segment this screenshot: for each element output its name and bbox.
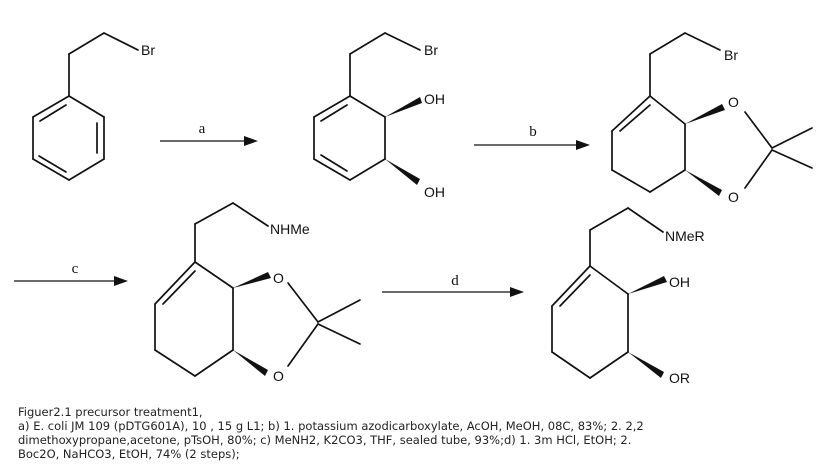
- atom-br-1: Br: [141, 42, 155, 58]
- figure-caption: Figuer2.1 precursor treatment1, a) E. co…: [18, 405, 818, 461]
- arrow-label-d: d: [451, 273, 459, 289]
- caption-line-2: dimethoxypropane,acetone, pTsOH, 80%; c)…: [18, 433, 632, 447]
- caption-line-3: Boc2O, NaHCO3, EtOH, 74% (2 steps);: [18, 447, 240, 461]
- atom-oh-2b: OH: [424, 184, 445, 200]
- atom-or-5: OR: [669, 370, 690, 386]
- arrow-label-c: c: [72, 261, 79, 277]
- atom-nmer: NMeR: [665, 228, 705, 244]
- atom-nhme: NHMe: [270, 221, 310, 237]
- reaction-scheme: Br a Br OH OH: [14, 32, 813, 386]
- reaction-arrow-b: b: [474, 124, 590, 150]
- atom-o-3b: O: [728, 189, 739, 205]
- atom-oh-5: OH: [669, 274, 690, 290]
- reaction-arrow-a: a: [160, 121, 258, 146]
- reaction-arrow-c: c: [14, 261, 128, 286]
- compound-amino-diol: NMeR OH OR: [551, 207, 705, 386]
- atom-o-3a: O: [728, 94, 739, 110]
- atom-br-2: Br: [424, 42, 438, 58]
- arrow-label-a: a: [199, 121, 206, 137]
- reaction-arrow-d: d: [382, 273, 524, 297]
- atom-o-4b: O: [273, 368, 284, 384]
- caption-line-1: a) E. coli JM 109 (pDTG601A), 10 , 15 g …: [18, 419, 644, 433]
- atom-br-3: Br: [724, 47, 738, 63]
- compound-acetonide: Br O O: [611, 32, 813, 205]
- atom-o-4a: O: [273, 270, 284, 286]
- arrow-label-b: b: [529, 124, 537, 140]
- atom-oh-2a: OH: [424, 91, 445, 107]
- caption-title: Figuer2.1 precursor treatment1,: [18, 405, 203, 419]
- compound-phenethyl-bromide: Br: [32, 32, 155, 181]
- compound-amine-acetonide: NHMe O O: [154, 202, 361, 384]
- compound-cis-diol: Br OH OH: [313, 32, 445, 200]
